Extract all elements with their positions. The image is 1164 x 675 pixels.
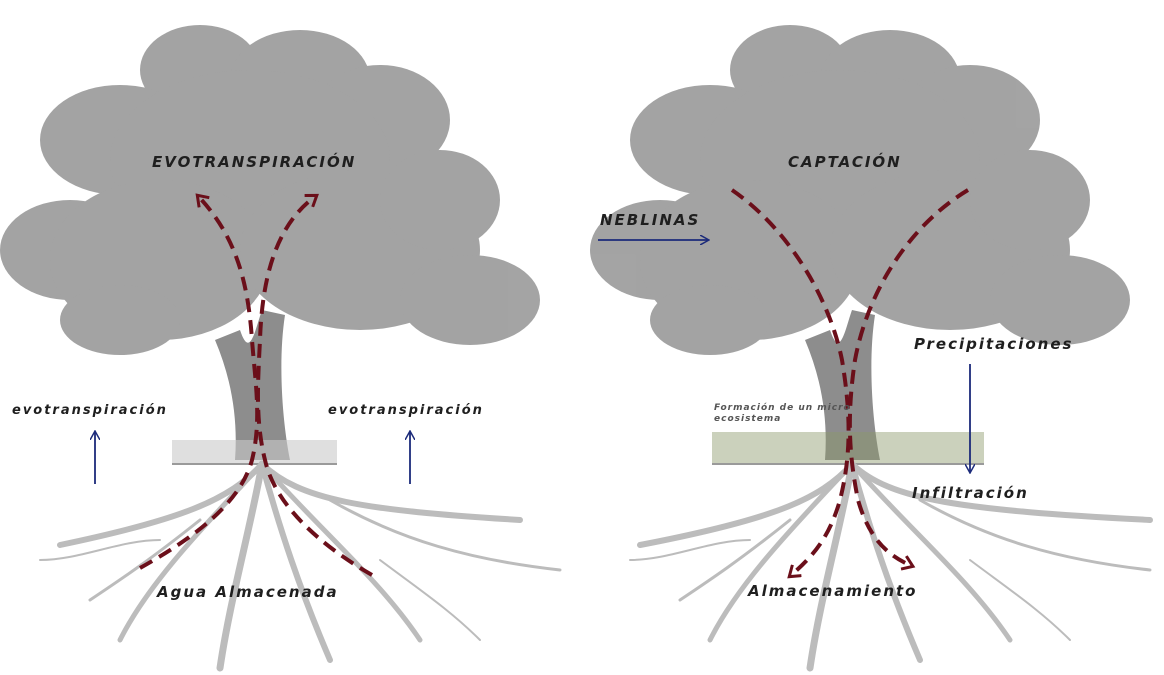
right-tree-canopy [590, 25, 1130, 355]
left-tree-canopy [0, 25, 540, 355]
left-title-label: EVOTRANSPIRACIÓN [152, 153, 356, 171]
storage-label: Almacenamiento [748, 582, 917, 600]
left-bottom-label: Agua Almacenada [157, 583, 339, 601]
right-tree-roots [630, 464, 1150, 668]
left-side-label-1: evotranspiración [12, 403, 168, 418]
left-tree-roots [40, 464, 560, 668]
left-tree [0, 25, 560, 668]
infiltration-label: Infiltración [912, 484, 1029, 502]
right-title-label: CAPTACIÓN [788, 153, 902, 171]
micro-ecosystem-label: Formación de un micro ecosistema [714, 403, 854, 425]
left-side-label-2: evotranspiración [328, 403, 484, 418]
fog-label: NEBLINAS [600, 211, 700, 229]
rain-label: Precipitaciones [914, 335, 1073, 353]
